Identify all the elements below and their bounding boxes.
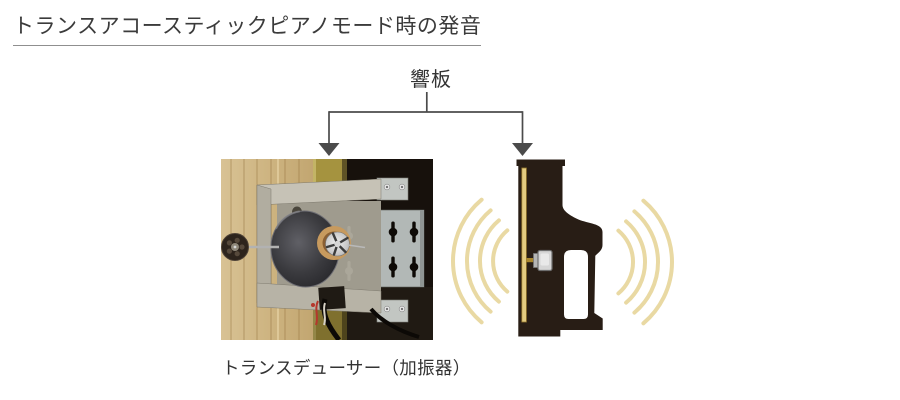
piano-silhouette [516,159,603,337]
page-title: トランスアコースティックピアノモード時の発音 [13,10,482,46]
connector-lines [328,92,524,144]
transducer-icon [526,249,553,272]
keyhole-slots [388,221,419,278]
wires [311,286,420,340]
mounting-plate [376,177,425,323]
soundboard-label: 響板 [410,69,452,91]
transducer-caption: トランスデューサー（加振器） [222,358,471,378]
down-arrow-icon-right [512,143,533,156]
soundboard-stripe [521,167,527,323]
connector-arrows [318,92,533,156]
down-arrow-icon-left [318,143,340,156]
drive-cone [325,231,366,257]
sound-wave-left-icon [451,197,510,325]
mounting-knob [221,233,249,261]
transducer-photo [221,159,433,340]
sound-wave-right-icon [616,198,674,326]
speaker-magnet [270,210,340,288]
piano-illustration [451,159,674,337]
